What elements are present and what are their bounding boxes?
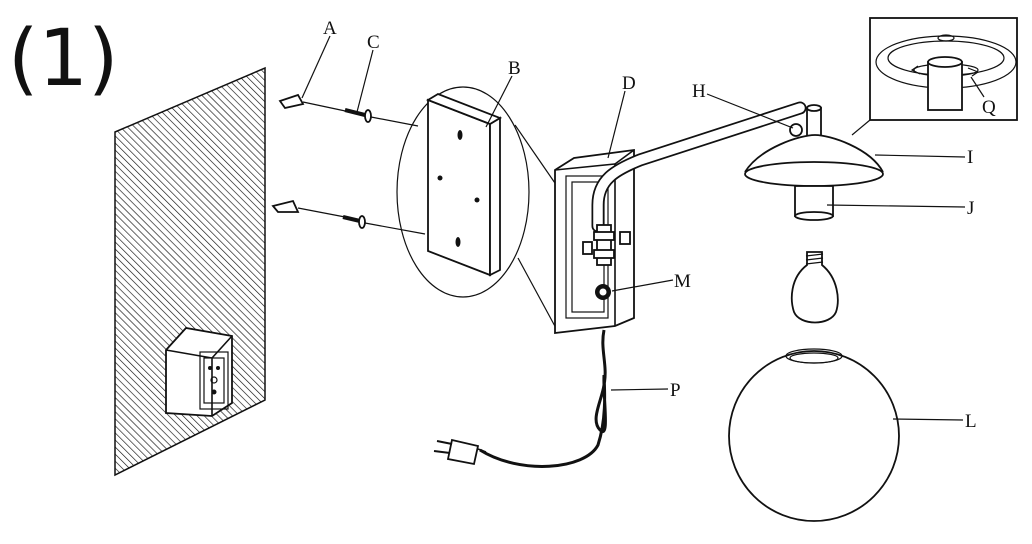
detail-magnifier [396,86,558,331]
wall-anchor-upper [278,93,351,113]
label-q: Q [982,97,996,118]
label-m: M [674,271,691,292]
label-b: B [508,58,521,79]
shade [744,104,884,187]
detail-inset [851,17,1018,136]
switch-knob [595,284,611,300]
label-i: I [967,147,973,168]
label-d: D [622,73,636,94]
leader-lines [301,35,985,421]
label-a: A [323,18,337,39]
junction-box [165,327,233,417]
wall-anchor-lower [271,199,346,218]
label-p: P [670,380,681,401]
label-j: J [967,198,974,219]
socket [794,185,834,221]
power-plug [433,438,487,466]
step-number: (1) [8,14,119,104]
screw-lower [342,215,426,235]
power-cord [479,329,607,468]
label-l: L [965,411,977,432]
label-h: H [692,81,706,102]
screw-upper [344,108,419,127]
arm-tube [582,101,807,266]
light-bulb [790,251,839,324]
label-c: C [367,32,380,53]
glass-globe [728,348,900,522]
knob [789,123,803,137]
part-labels: A C B D H I J M P L Q [323,18,996,432]
